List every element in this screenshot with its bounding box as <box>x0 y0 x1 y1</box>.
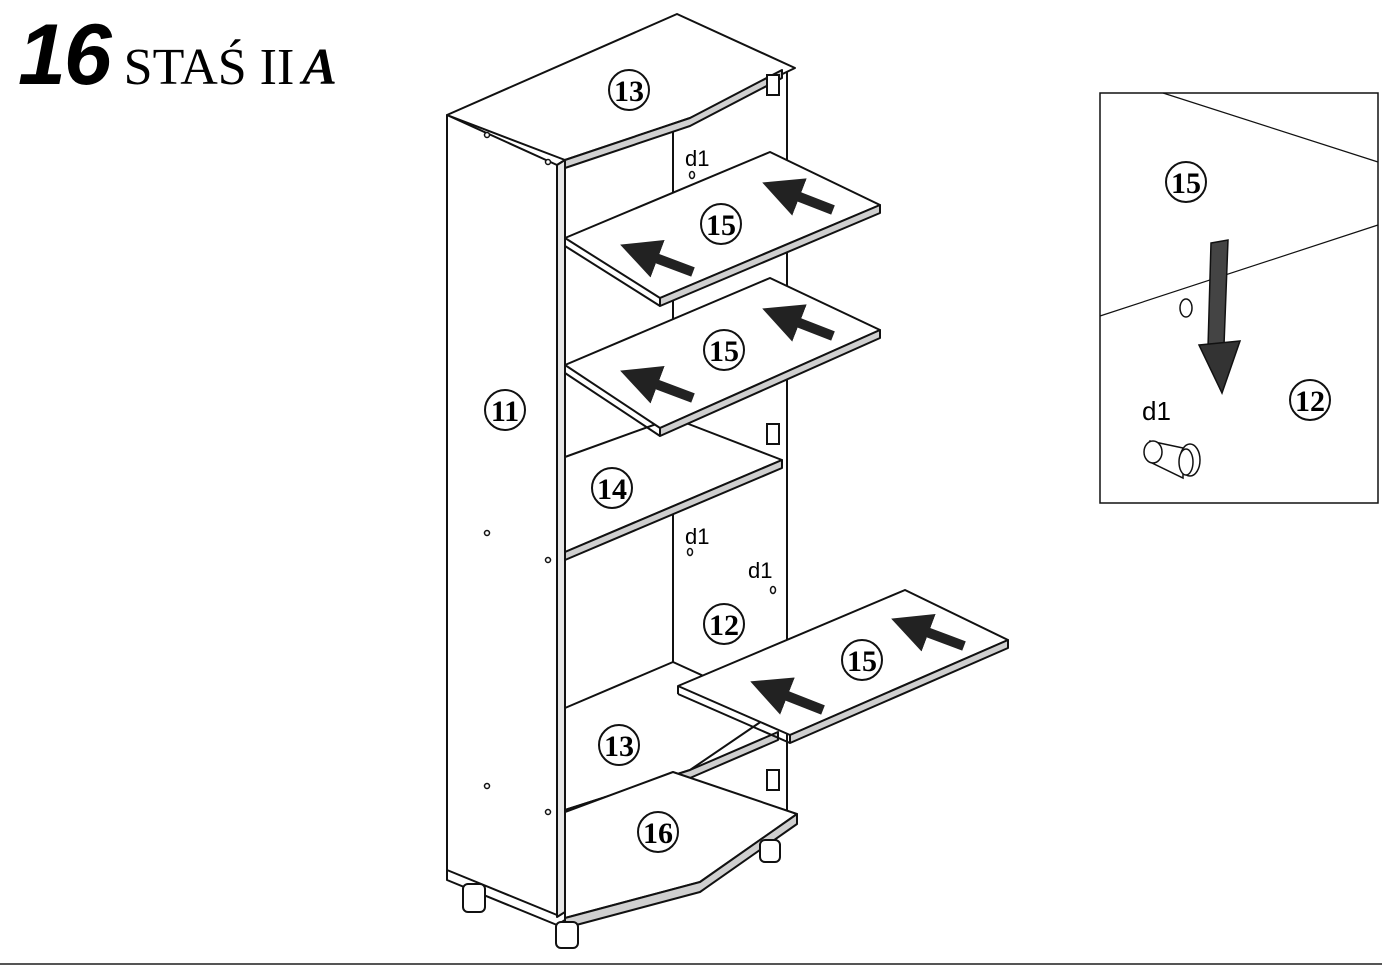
arrow-lower-right <box>891 613 966 652</box>
callout-circle-back <box>703 603 745 645</box>
label-plinth: 16 <box>643 817 673 850</box>
label-upper-shelf: 15 <box>706 209 736 242</box>
label-middle-shelf: 15 <box>709 335 739 368</box>
fixed-shelf-edge <box>564 459 783 561</box>
detail-label-shelf: 15 <box>1171 167 1201 200</box>
hinge-top <box>766 74 780 96</box>
foot-left <box>462 883 486 913</box>
bottom-rule <box>0 963 1382 965</box>
foot-front <box>555 921 579 949</box>
detail-callout-circle-back <box>1289 379 1331 421</box>
callout-circle-plinth <box>637 811 679 853</box>
label-back-panel: 12 <box>709 609 739 642</box>
label-middle-bottom-panel: 13 <box>604 730 634 763</box>
upper-shelf-edge <box>659 204 881 307</box>
arrow-middle-right <box>762 304 835 342</box>
hardware-label-middle-right: d1 <box>748 558 772 583</box>
callout-circle-lower-shelf <box>841 639 883 681</box>
hole-4 <box>544 556 552 564</box>
model-variant: A <box>302 39 337 96</box>
callout-circle-middle-shelf <box>703 329 745 371</box>
label-side-panel: 11 <box>491 395 519 428</box>
callout-circle-fixed-shelf <box>591 467 633 509</box>
hinge-bottom <box>766 769 780 791</box>
label-top-panel: 13 <box>614 75 644 108</box>
arrow-upper-right <box>762 178 835 216</box>
lower-shelf-edge <box>789 639 1009 744</box>
foot-right <box>759 839 781 863</box>
label-lower-shelf: 15 <box>847 645 877 678</box>
callout-circle-top <box>608 69 650 111</box>
pin-hole-middle-left <box>686 547 694 557</box>
callout-circle-upper-shelf <box>700 203 742 245</box>
hole-1 <box>483 131 491 139</box>
arrow-middle-left <box>620 365 695 404</box>
callout-circle-side <box>484 389 526 431</box>
label-fixed-shelf: 14 <box>597 473 627 506</box>
detail-label-back-panel: 12 <box>1295 385 1325 418</box>
middle-shelf-edge <box>659 329 881 437</box>
detail-pin <box>1143 440 1201 480</box>
side-panel-front-edge <box>556 159 566 918</box>
pin-hole-middle-right <box>769 585 777 595</box>
hole-6 <box>544 808 552 816</box>
model-name: STAŚ II <box>123 39 295 96</box>
detail-arrow <box>1197 239 1242 395</box>
step-number: 16 <box>18 7 112 103</box>
callout-circle-middle-bottom <box>598 724 640 766</box>
detail-label-pin: d1 <box>1142 396 1171 426</box>
hardware-label-upper: d1 <box>685 146 709 171</box>
hardware-label-middle-left: d1 <box>685 524 709 549</box>
side-panel <box>446 114 558 916</box>
arrow-lower-left <box>750 677 825 715</box>
hole-5 <box>483 782 491 790</box>
detail-pin-hole <box>1179 298 1193 318</box>
arrow-upper-left <box>620 239 695 278</box>
pin-hole-upper <box>688 170 696 180</box>
detail-inset: 15 12 d1 <box>1099 92 1379 504</box>
hole-3 <box>483 529 491 537</box>
detail-callout-circle-shelf <box>1165 161 1207 203</box>
hole-2 <box>544 158 552 166</box>
hinge-middle <box>766 423 780 445</box>
top-panel-edge <box>564 69 783 169</box>
